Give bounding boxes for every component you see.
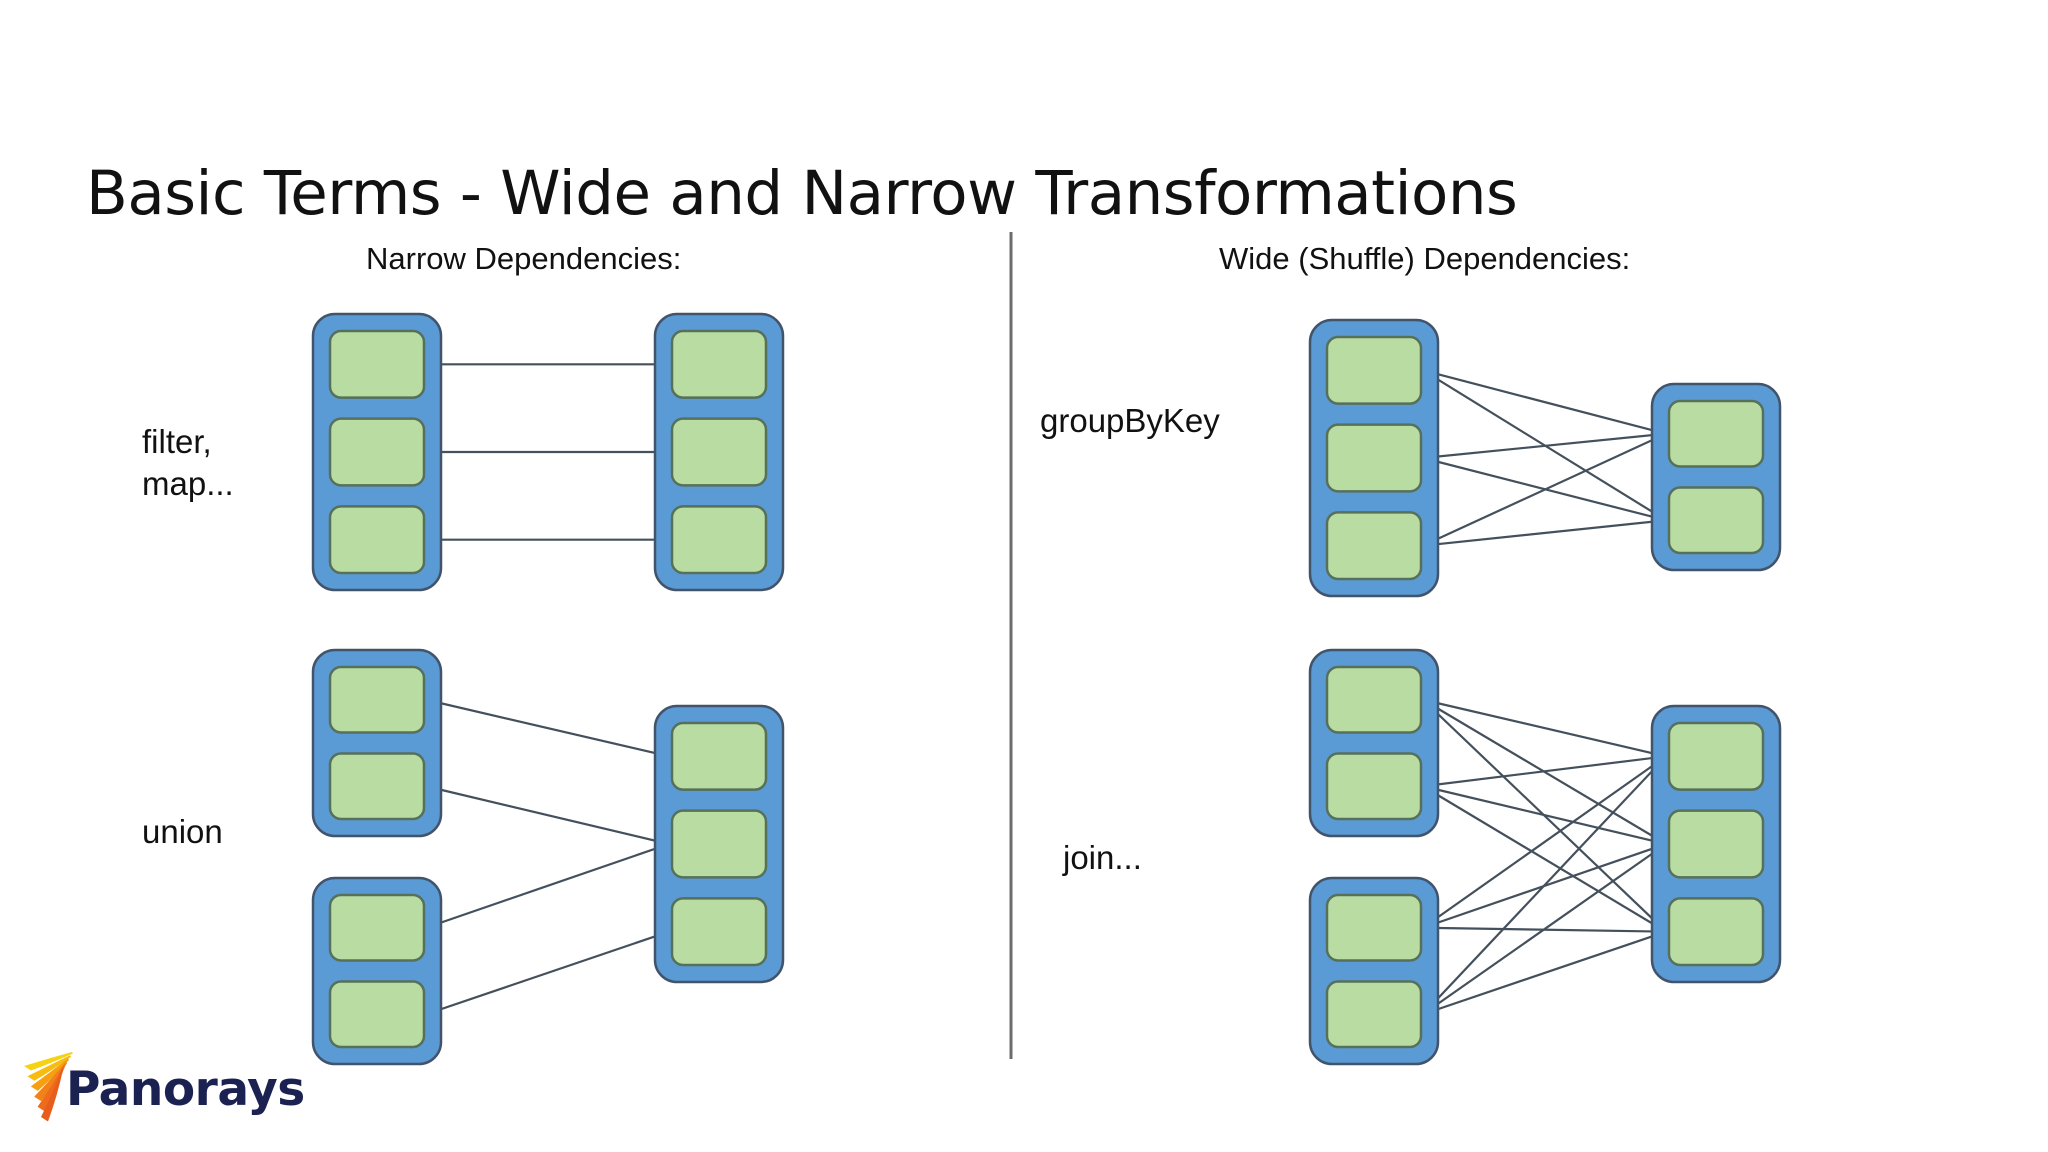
rdd-partition-block bbox=[1325, 423, 1423, 493]
dependency-arrow bbox=[1422, 698, 1667, 758]
rdd-target-filter-map-0 bbox=[653, 312, 785, 592]
logo-ray bbox=[34, 1061, 67, 1102]
operation-label-filter-map: filter, map... bbox=[142, 423, 234, 503]
dependency-arrow bbox=[1422, 785, 1667, 846]
brand-name: Panorays bbox=[66, 1062, 305, 1117]
rdd-partition-block bbox=[670, 721, 768, 791]
dependency-arrow bbox=[1422, 930, 1667, 1016]
rdd-partition-block bbox=[1667, 486, 1765, 555]
rdd-partition-block bbox=[328, 980, 426, 1049]
rdd-partition-block bbox=[1325, 335, 1423, 405]
dependency-arrow bbox=[1422, 753, 1667, 788]
dependency-arrow bbox=[1422, 369, 1667, 435]
logo-ray bbox=[27, 1055, 71, 1081]
logo-ray bbox=[30, 1058, 69, 1091]
dependency-arrow bbox=[1422, 432, 1667, 547]
rdd-source-union-1 bbox=[311, 876, 443, 1066]
rdd-partition-block bbox=[1667, 897, 1765, 967]
dependency-arrow bbox=[425, 930, 670, 1016]
dependency-arrow bbox=[425, 842, 670, 929]
rdd-partition-block bbox=[328, 893, 426, 962]
panorays-logo-icon bbox=[24, 1052, 73, 1122]
rdd-partition-block bbox=[328, 752, 426, 821]
rdd-target-union-0 bbox=[653, 704, 785, 984]
rdd-partition-block bbox=[1325, 893, 1423, 962]
rdd-partition-block bbox=[1667, 721, 1765, 791]
logo-ray bbox=[24, 1052, 73, 1071]
rdd-partition-block bbox=[328, 665, 426, 734]
rdd-partition-block bbox=[1325, 980, 1423, 1049]
rdd-partition-block bbox=[670, 417, 768, 487]
logo-rays bbox=[24, 1052, 73, 1122]
rdd-target-groupbykey-0 bbox=[1650, 382, 1782, 572]
rdd-partition-block bbox=[328, 417, 426, 487]
rdd-partition-block bbox=[328, 329, 426, 399]
dependency-edge-layer bbox=[425, 360, 1667, 1016]
rdd-partition-block bbox=[670, 505, 768, 575]
rdd-node-layer bbox=[311, 312, 1782, 1066]
dependency-arrow bbox=[1422, 755, 1667, 929]
operation-label-join: join... bbox=[1063, 839, 1142, 876]
rdd-partition-block bbox=[328, 505, 426, 575]
dependency-arrow bbox=[1422, 430, 1667, 460]
dependency-arrow bbox=[425, 785, 670, 846]
page-title: Basic Terms - Wide and Narrow Transforma… bbox=[86, 157, 1518, 229]
operation-label-union: union bbox=[142, 813, 223, 850]
dependency-arrow bbox=[1422, 517, 1667, 547]
rdd-partition-block bbox=[1325, 752, 1423, 821]
rdd-partition-block bbox=[670, 329, 768, 399]
section-heading-wide: Wide (Shuffle) Dependencies: bbox=[1219, 241, 1631, 276]
dependency-arrow bbox=[425, 698, 670, 758]
logo-ray bbox=[41, 1068, 63, 1122]
dependency-arrow bbox=[1422, 755, 1667, 1016]
dependency-arrow bbox=[1422, 843, 1667, 1016]
rdd-source-join-1 bbox=[1308, 876, 1440, 1066]
rdd-partition-block bbox=[1667, 399, 1765, 468]
rdd-source-filter-map-0 bbox=[311, 312, 443, 592]
rdd-source-join-0 bbox=[1308, 648, 1440, 838]
rdd-partition-block bbox=[670, 809, 768, 879]
rdd-partition-block bbox=[1325, 511, 1423, 581]
rdd-partition-block bbox=[1325, 665, 1423, 734]
rdd-source-groupbykey-0 bbox=[1308, 318, 1440, 598]
rdd-source-union-0 bbox=[311, 648, 443, 838]
section-heading-narrow: Narrow Dependencies: bbox=[366, 241, 682, 276]
rdd-target-join-0 bbox=[1650, 704, 1782, 984]
operation-label-group-by-key: groupByKey bbox=[1040, 402, 1220, 439]
dependency-arrow bbox=[1422, 785, 1667, 933]
rdd-partition-block bbox=[1667, 809, 1765, 879]
rdd-partition-block bbox=[670, 897, 768, 967]
logo-ray bbox=[37, 1064, 65, 1112]
